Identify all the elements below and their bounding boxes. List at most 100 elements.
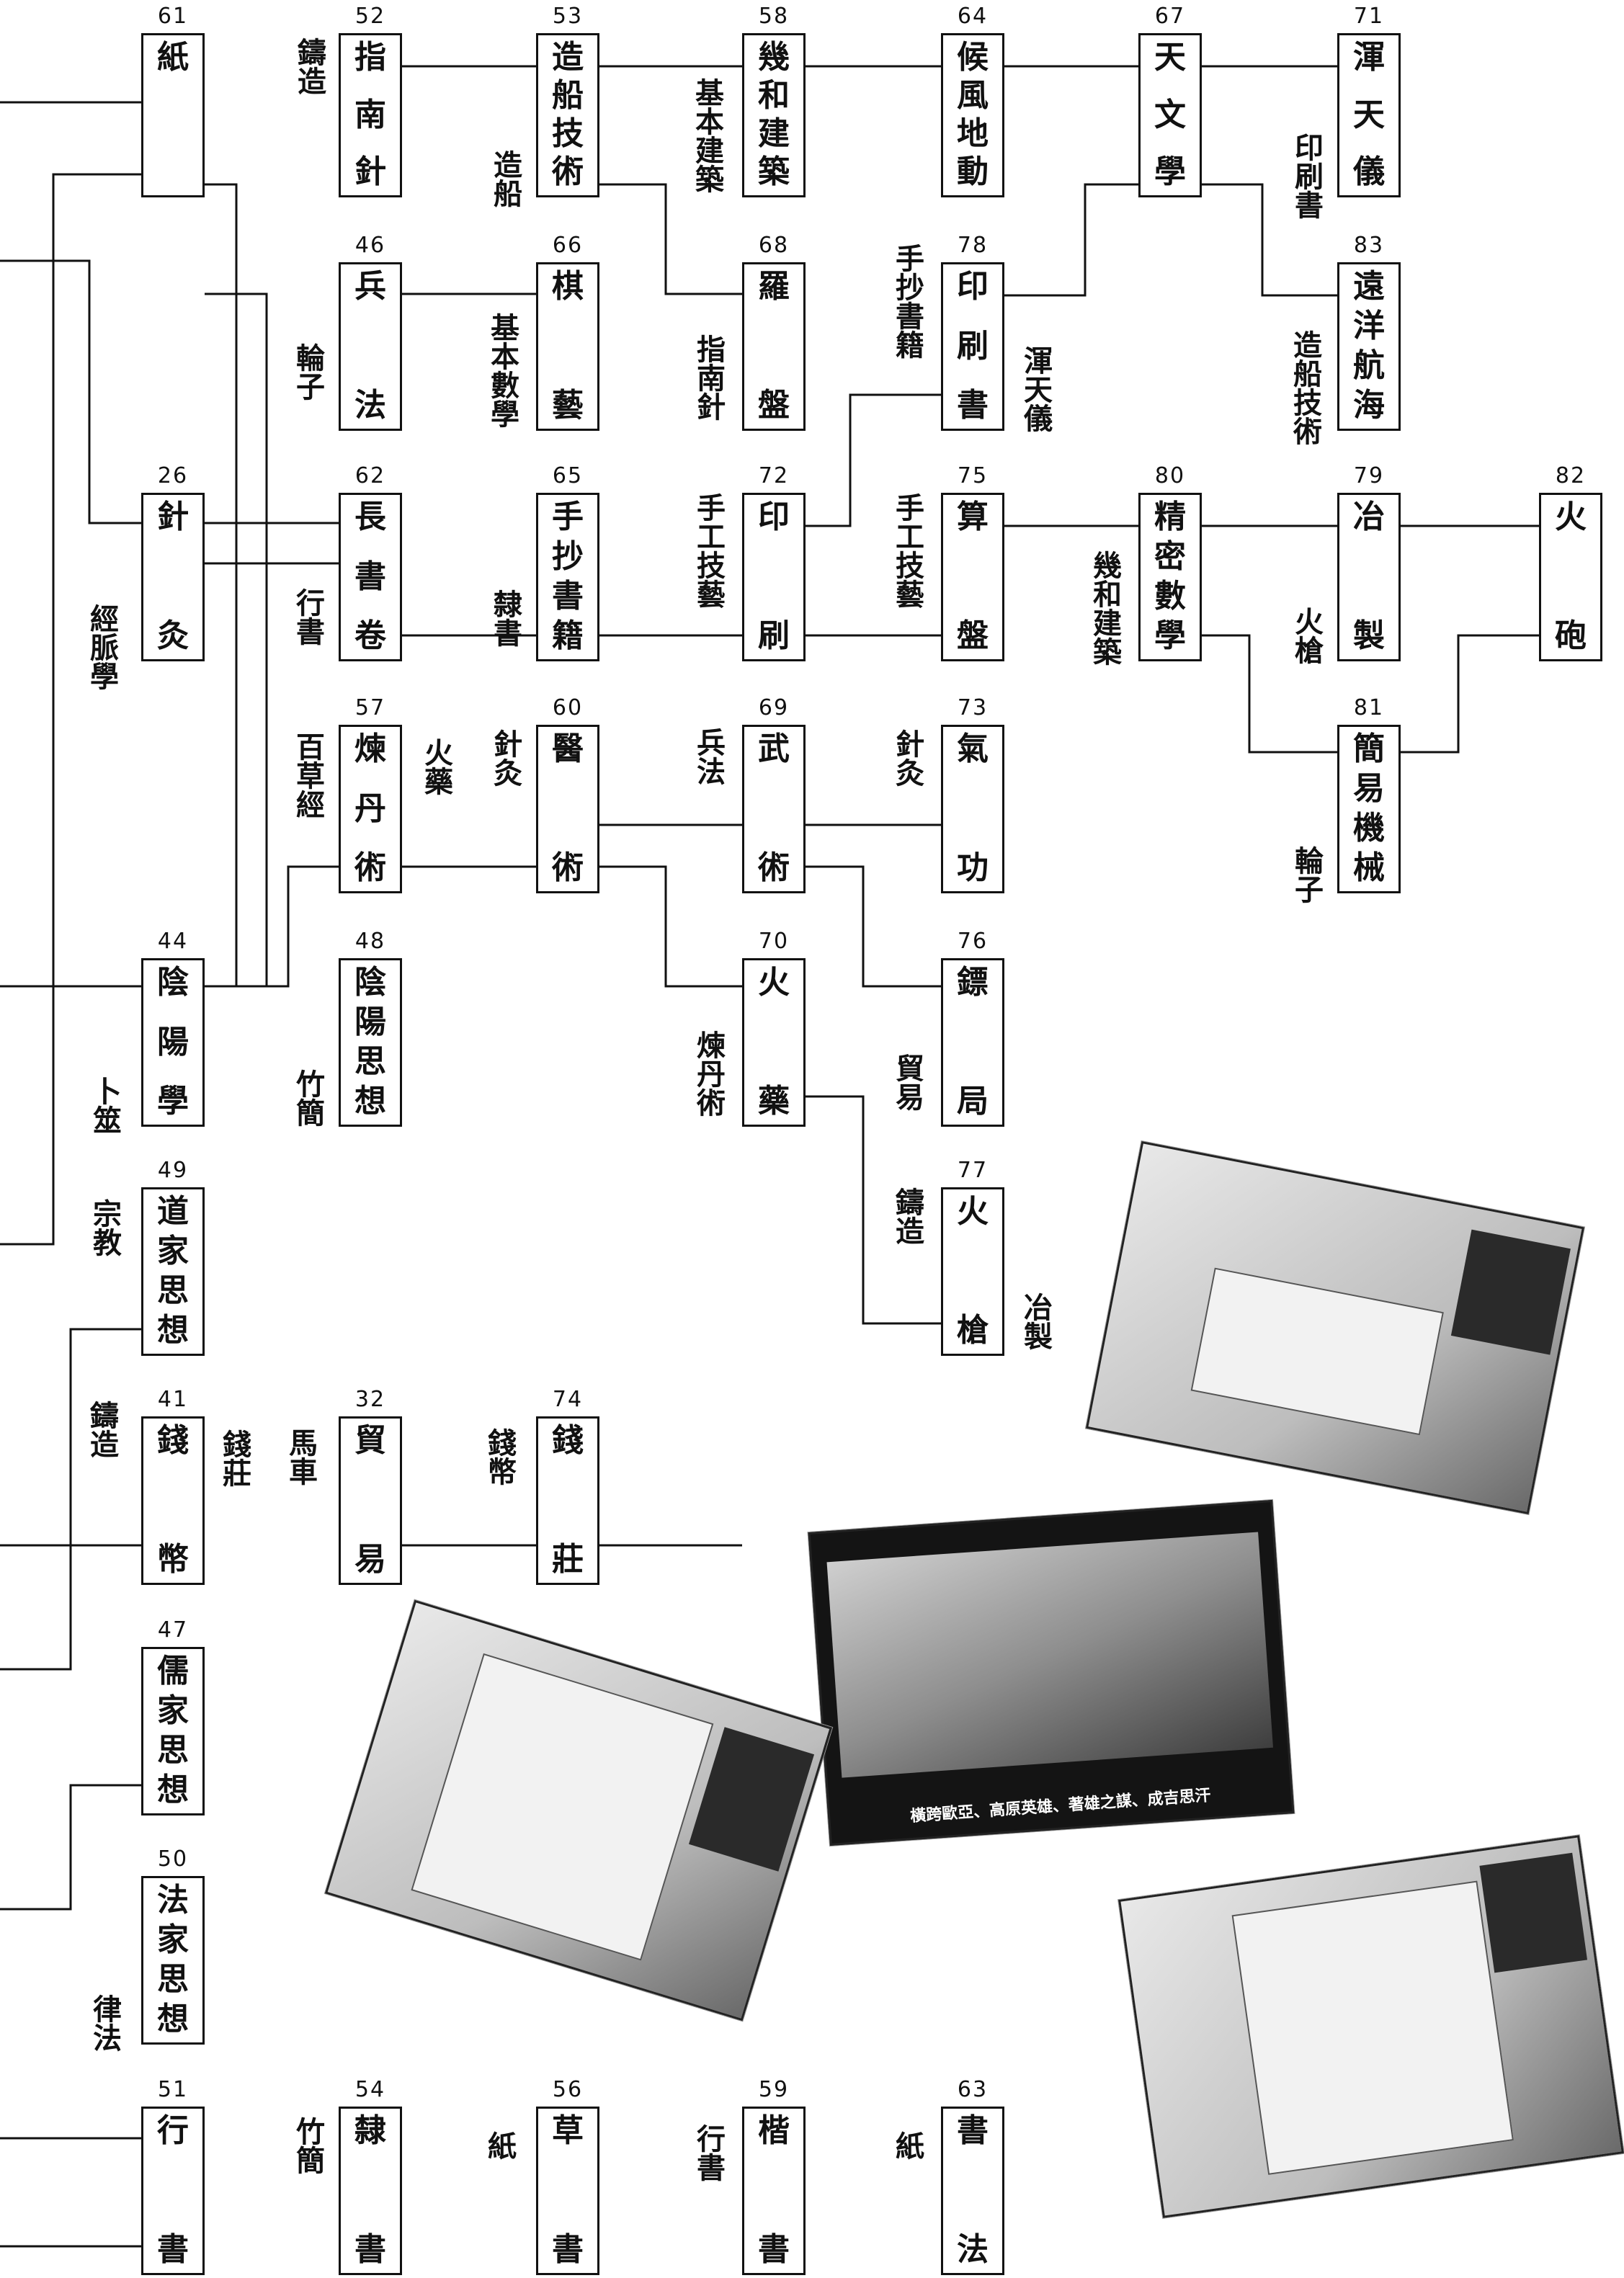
requirement-label: 鑄 造 [892, 1189, 928, 1246]
tech-label: 醫術 [538, 727, 597, 891]
tech-label: 隸書 [341, 2109, 400, 2273]
document-window-panel [411, 1653, 713, 1961]
tech-number: 57 [341, 695, 400, 720]
tech-label: 氣功 [943, 727, 1002, 891]
tech-label: 法家思想 [143, 1878, 202, 2042]
tech-number: 79 [1339, 463, 1398, 488]
requirement-label: 紙 [484, 2132, 520, 2161]
tech-label: 陰陽學 [143, 960, 202, 1125]
requirement-label: 冶 製 [1020, 1294, 1056, 1352]
tech-label: 錢幣 [143, 1419, 202, 1583]
advisor-dialog-panel [1191, 1268, 1444, 1436]
tech-label: 冶製 [1339, 495, 1398, 659]
tech-label: 陰陽思想 [341, 960, 400, 1125]
requirement-label: 輪 子 [1291, 847, 1327, 905]
requirement-label: 鑄 造 [86, 1402, 122, 1460]
tech-number: 65 [538, 463, 597, 488]
tech-label: 針灸 [143, 495, 202, 659]
requirement-label: 針 灸 [892, 731, 928, 788]
requirement-label: 竹 簡 [293, 1071, 329, 1128]
tech-label: 紙 [143, 35, 202, 195]
tech-label: 渾天儀 [1339, 35, 1398, 195]
tech-label: 兵法 [341, 264, 400, 429]
tech-label: 幾和建築 [744, 35, 803, 195]
tech-label: 精密數學 [1141, 495, 1200, 659]
tech-number: 51 [143, 2077, 202, 2102]
tech-number: 41 [143, 1387, 202, 1412]
tech-label: 鏢局 [943, 960, 1002, 1125]
tech-number: 53 [538, 4, 597, 29]
tech-label: 印刷 [744, 495, 803, 659]
requirement-label: 基 本 建 築 [692, 79, 728, 195]
tech-number: 82 [1541, 463, 1600, 488]
tech-number: 67 [1141, 4, 1200, 29]
requirement-label: 隸 書 [490, 591, 526, 648]
requirement-label: 指 南 針 [693, 336, 729, 422]
tech-label: 火藥 [744, 960, 803, 1125]
tech-number: 32 [341, 1387, 400, 1412]
tech-number: 78 [943, 233, 1002, 258]
tech-number: 49 [143, 1158, 202, 1183]
tech-number: 62 [341, 463, 400, 488]
tech-label: 草書 [538, 2109, 597, 2273]
tech-number: 52 [341, 4, 400, 29]
tech-number: 80 [1141, 463, 1200, 488]
minimap-panel [1479, 1853, 1587, 1973]
requirement-label: 行 書 [693, 2125, 729, 2183]
tech-label: 火槍 [943, 1189, 1002, 1354]
cutscene-illustration [827, 1532, 1273, 1777]
tech-number: 26 [143, 463, 202, 488]
tech-number: 69 [744, 695, 803, 720]
requirement-label: 兵 法 [693, 729, 729, 787]
tech-label: 棋藝 [538, 264, 597, 429]
requirement-label: 鑄 造 [294, 39, 330, 97]
tech-number: 81 [1339, 695, 1398, 720]
requirement-label: 宗 教 [89, 1200, 125, 1258]
tech-number: 50 [143, 1846, 202, 1872]
game-screenshot-genghis-khan: 橫跨歐亞、高原英雄、著雄之謀、成吉思汗 [808, 1500, 1295, 1846]
tech-number: 54 [341, 2077, 400, 2102]
tech-number: 61 [143, 4, 202, 29]
